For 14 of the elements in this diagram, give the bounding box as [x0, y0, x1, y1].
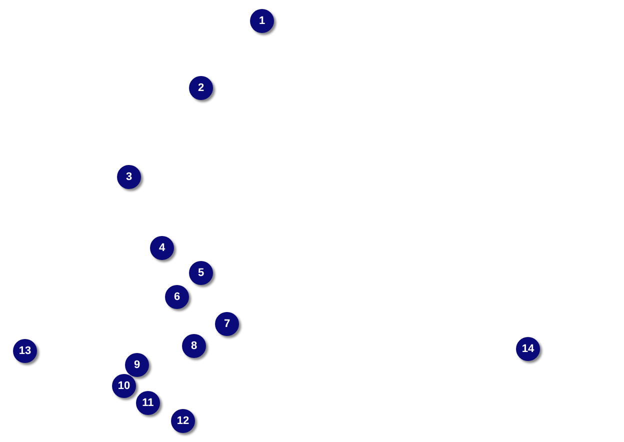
- callout-number: 1: [250, 9, 274, 33]
- callout-number: 4: [150, 236, 174, 260]
- callout-number: 10: [112, 374, 136, 398]
- callout-number: 3: [117, 165, 141, 189]
- callout-number: 12: [171, 409, 195, 433]
- callout-number: 11: [136, 391, 160, 415]
- callout-number: 14: [516, 337, 540, 361]
- callout-number: 8: [182, 334, 206, 358]
- callout-number: 13: [13, 339, 37, 363]
- callout-number: 5: [189, 261, 213, 285]
- callout-number: 2: [189, 76, 213, 100]
- callout-number: 6: [165, 285, 189, 309]
- callout-number: 7: [215, 312, 239, 336]
- callout-number: 9: [125, 353, 149, 377]
